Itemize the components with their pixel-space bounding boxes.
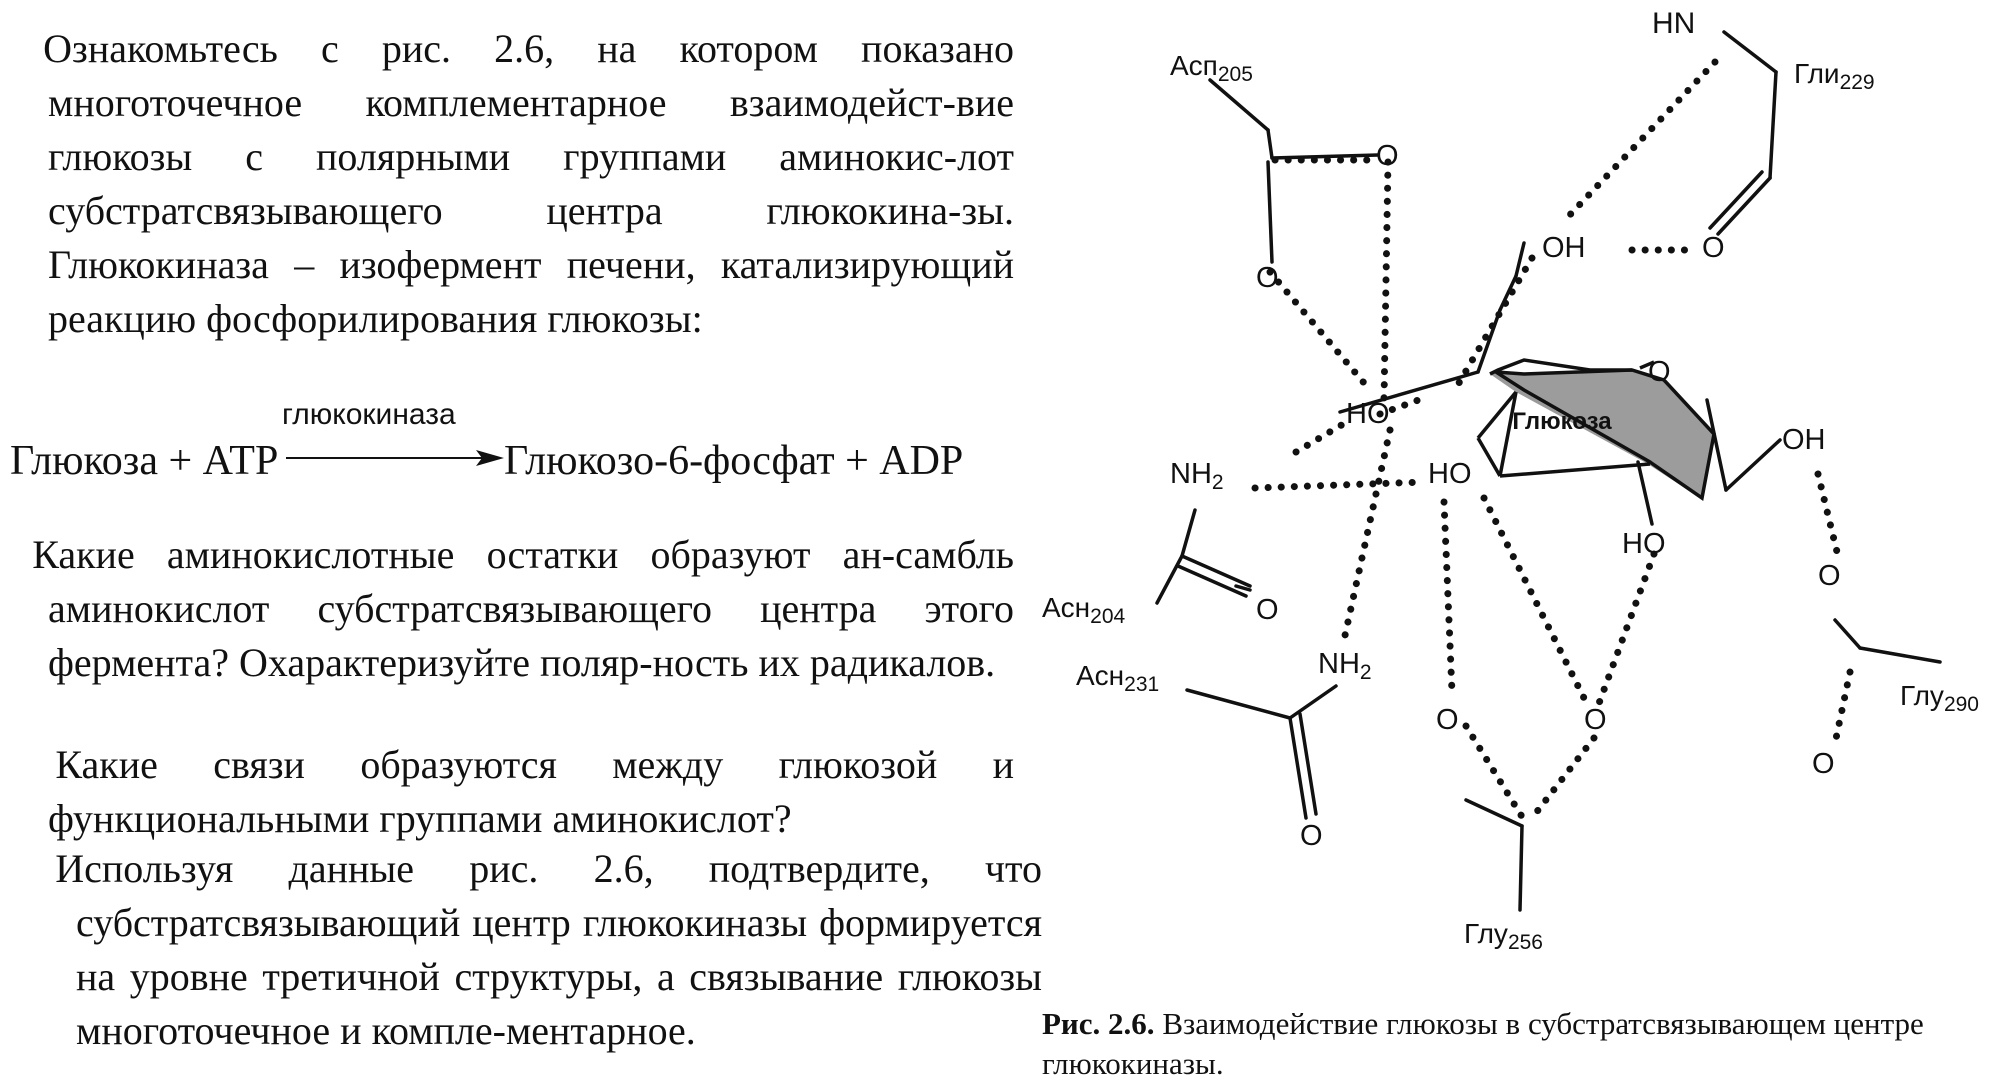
residue-asp205-label: Асп205 xyxy=(1170,50,1253,86)
atom-oh-top: OH xyxy=(1542,232,1586,264)
reaction-products: Глюкозо-6-фосфат + ADP xyxy=(504,438,964,484)
atom-ho-c3: HO xyxy=(1428,458,1472,490)
question-2: 2. Какие аминокислотные остатки образуют… xyxy=(0,528,1014,690)
question-text: Используя данные рис. 2.6, подтвердите, … xyxy=(55,846,1042,1053)
atom-o-glu256-right: O xyxy=(1584,704,1607,736)
hydrogen-bonds xyxy=(1251,58,1854,824)
question-text: Ознакомьтесь с рис. 2.6, на котором пока… xyxy=(43,26,1014,341)
residue-asn204-label: Асн204 xyxy=(1042,592,1126,628)
glucose-ring xyxy=(1476,358,1716,501)
question-1: 1. Ознакомьтесь с рис. 2.6, на котором п… xyxy=(0,22,1014,346)
question-text: Какие аминокислотные остатки образуют ан… xyxy=(32,532,1014,685)
atom-o-ring: O xyxy=(1648,356,1671,388)
reaction-enzyme: глюкокиназа xyxy=(282,398,456,431)
atom-o-asn204: O xyxy=(1256,594,1279,626)
covalent-bonds xyxy=(1155,30,1942,912)
text-column: 1. Ознакомьтесь с рис. 2.6, на котором п… xyxy=(0,0,1042,1092)
atom-o-glu290-top: O xyxy=(1818,560,1841,592)
atom-ho-c4: HO xyxy=(1622,528,1666,560)
atom-oh-c6: OH xyxy=(1782,424,1826,456)
residue-glu256-label: Глу256 xyxy=(1464,918,1543,954)
question-4: 4. Используя данные рис. 2.6, подтвердит… xyxy=(0,842,1042,1058)
atom-o-asp-bottom: O xyxy=(1256,262,1279,294)
atom-nh2-231: NH2 xyxy=(1318,648,1372,684)
atom-ho-ring: HO xyxy=(1346,398,1390,430)
question-3: 3. Какие связи образуются между глюкозой… xyxy=(0,738,1014,846)
caption-text: Взаимодействие глюкозы в субстратсвязыва… xyxy=(1042,1006,1924,1081)
caption-title: Рис. 2.6. xyxy=(1042,1006,1155,1041)
question-text: Какие связи образуются между глюкозой и … xyxy=(48,742,1015,841)
atom-hn: HN xyxy=(1652,7,1696,40)
reaction-reactants: Глюкоза + АТР xyxy=(10,438,279,484)
atom-o-asn231: O xyxy=(1300,820,1323,852)
atom-o-asp-top: O xyxy=(1376,140,1399,172)
figure-caption: Рис. 2.6. Взаимодействие глюкозы в субст… xyxy=(1042,1004,1942,1084)
glucose-ring-label: Глюкоза xyxy=(1512,408,1612,435)
reaction-arrow-icon xyxy=(286,450,504,466)
residue-glu290-label: Глу290 xyxy=(1900,680,1979,716)
residue-gly229-label: Гли229 xyxy=(1794,58,1875,94)
atom-o-glu256-left: O xyxy=(1436,704,1459,736)
atom-o-gly: O xyxy=(1702,232,1725,264)
atom-o-glu290-bottom: O xyxy=(1812,748,1835,780)
residue-asn231-label: Асн231 xyxy=(1076,660,1160,696)
reaction-equation: Глюкоза + АТР глюкокиназа Глюкозо-6-фосф… xyxy=(10,398,980,508)
atom-nh2-204: NH2 xyxy=(1170,458,1224,494)
